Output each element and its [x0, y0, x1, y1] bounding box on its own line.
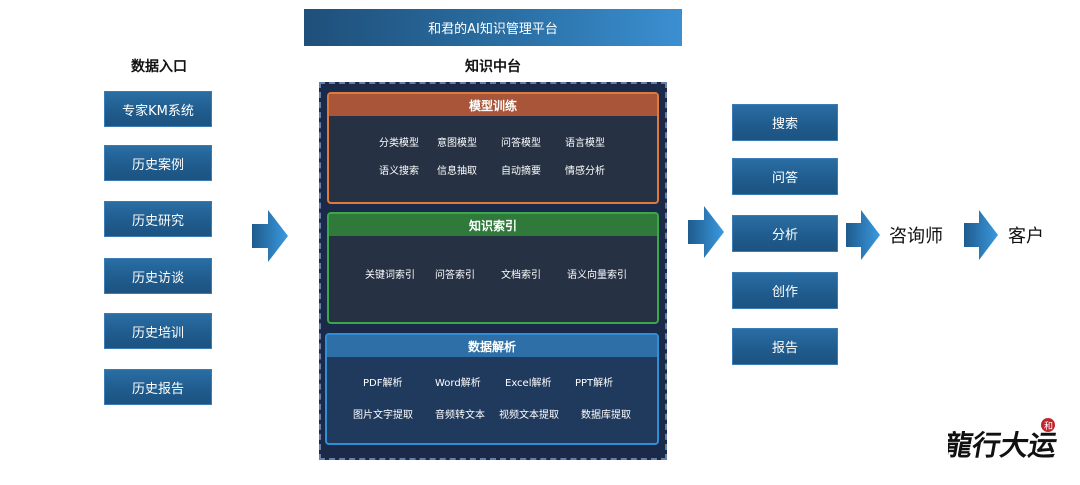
chip-item: 问答模型 [501, 138, 541, 149]
entry-history-research: 历史研究 [104, 201, 212, 237]
customer-label: 客户 [1008, 226, 1044, 247]
entry-km-system: 专家KM系统 [104, 91, 212, 127]
panel-knowledge-index: 知识索引 关键词索引 问答索引 文档索引 语义向量索引 [327, 212, 659, 324]
svg-text:和: 和 [1044, 421, 1053, 432]
arrow-right-icon [846, 210, 880, 260]
entry-history-cases: 历史案例 [104, 145, 212, 181]
chip-item: PDF解析 [363, 378, 403, 389]
chip-item: 关键词索引 [365, 270, 415, 281]
brand-logo: 龍行大运 和 [948, 418, 1058, 462]
output-creation: 创作 [732, 272, 838, 309]
arrow-right-icon [688, 206, 724, 258]
chip-item: 分类模型 [379, 138, 419, 149]
entry-history-reports: 历史报告 [104, 369, 212, 405]
chip-item: 图片文字提取 [353, 410, 413, 421]
panel-model-training: 模型训练 分类模型 意图模型 问答模型 语言模型 语义搜索 信息抽取 自动摘要 … [327, 92, 659, 204]
chip-item: 语言模型 [565, 138, 605, 149]
chip-item: 文档索引 [501, 270, 541, 281]
output-search: 搜索 [732, 104, 838, 141]
svg-text:龍行大运: 龍行大运 [948, 429, 1058, 462]
consultant-label: 咨询师 [889, 226, 943, 247]
output-qa: 问答 [732, 158, 838, 195]
panel-knowledge-index-title: 知识索引 [329, 214, 657, 236]
panel-data-parsing: 数据解析 PDF解析 Word解析 Excel解析 PPT解析 图片文字提取 音… [325, 333, 659, 445]
chip-item: Word解析 [435, 378, 481, 389]
chip-item: 数据库提取 [581, 410, 631, 421]
chip-item: Excel解析 [505, 378, 552, 389]
arrow-right-icon [252, 210, 288, 262]
chip-item: 语义向量索引 [567, 270, 627, 281]
data-entry-title: 数据入口 [131, 59, 187, 75]
panel-data-parsing-title: 数据解析 [327, 335, 657, 357]
chip-item: 自动摘要 [501, 166, 541, 177]
chip-item: 问答索引 [435, 270, 475, 281]
entry-history-training: 历史培训 [104, 313, 212, 349]
platform-banner: 和君的AI知识管理平台 [304, 9, 682, 46]
chip-item: 语义搜索 [379, 166, 419, 177]
arrow-right-icon [964, 210, 998, 260]
output-analysis: 分析 [732, 215, 838, 252]
chip-item: 视频文本提取 [499, 410, 559, 421]
chip-item: 音频转文本 [435, 410, 485, 421]
panel-model-training-title: 模型训练 [329, 94, 657, 116]
chip-item: 情感分析 [565, 166, 605, 177]
knowledge-hub-title: 知识中台 [465, 59, 521, 75]
chip-item: PPT解析 [575, 378, 614, 389]
output-report: 报告 [732, 328, 838, 365]
chip-item: 信息抽取 [437, 166, 477, 177]
entry-history-interviews: 历史访谈 [104, 258, 212, 294]
chip-item: 意图模型 [437, 138, 477, 149]
